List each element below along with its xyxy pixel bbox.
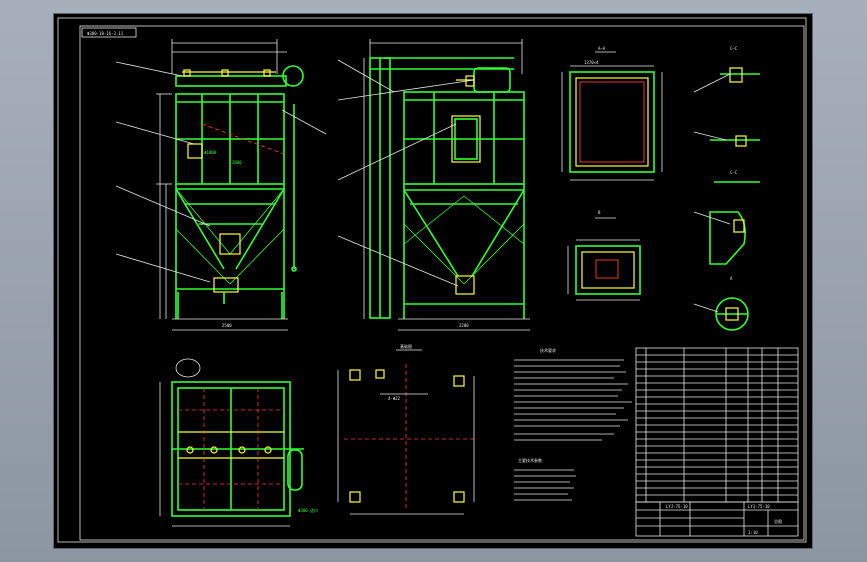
outer-border <box>57 17 807 543</box>
drawing-no-text: Φ300-10-16-3.11 <box>87 31 124 36</box>
svg-text:总图: 总图 <box>774 518 782 524</box>
svg-text:主要技术参数: 主要技术参数 <box>518 457 542 463</box>
parts-list <box>635 347 799 503</box>
foundation-plan: 基础图 4-Φ22 <box>337 343 475 515</box>
svg-text:B: B <box>598 210 601 215</box>
svg-text:Φ300-进口: Φ300-进口 <box>298 507 318 513</box>
svg-text:C—C: C—C <box>730 170 738 175</box>
svg-text:基础图: 基础图 <box>400 343 412 349</box>
svg-text:2500: 2500 <box>222 323 232 328</box>
svg-text:Φ1000: Φ1000 <box>204 150 217 155</box>
svg-text:2000: 2000 <box>232 160 242 165</box>
detail-views: C—C C—C A <box>693 46 760 331</box>
svg-text:2200: 2200 <box>459 323 469 328</box>
title-block: LYJ-75-10 LYJ-75-10 总图 1:10 <box>635 501 799 537</box>
technical-notes: 技术要求 主要技术参数 <box>514 347 632 501</box>
svg-text:C—C: C—C <box>730 46 738 51</box>
section-plan-top: A—A 1370×4 <box>561 46 663 181</box>
svg-text:1370×4: 1370×4 <box>584 60 599 65</box>
drawing-sheet: Φ300-10-16-3.11 Φ1000 2000 <box>57 17 807 543</box>
plan-view-bottom: Φ300-进口 <box>159 358 318 527</box>
svg-text:技术要求: 技术要求 <box>540 347 556 353</box>
svg-text:LYJ-75-10: LYJ-75-10 <box>666 504 688 509</box>
svg-text:A—A: A—A <box>598 46 606 51</box>
drawing-no-box <box>81 27 137 38</box>
svg-text:LYJ-75-10: LYJ-75-10 <box>748 504 770 509</box>
inner-border <box>79 25 805 541</box>
front-elevation: Φ1000 2000 2500 <box>115 39 327 331</box>
svg-text:4-Φ22: 4-Φ22 <box>388 396 401 401</box>
side-elevation: 2200 <box>337 39 530 331</box>
svg-text:A: A <box>730 276 733 281</box>
section-plan-mid: B <box>567 210 641 301</box>
cad-viewport[interactable]: Φ300-10-16-3.11 Φ1000 2000 <box>54 14 812 548</box>
svg-text:1:10: 1:10 <box>748 530 758 535</box>
